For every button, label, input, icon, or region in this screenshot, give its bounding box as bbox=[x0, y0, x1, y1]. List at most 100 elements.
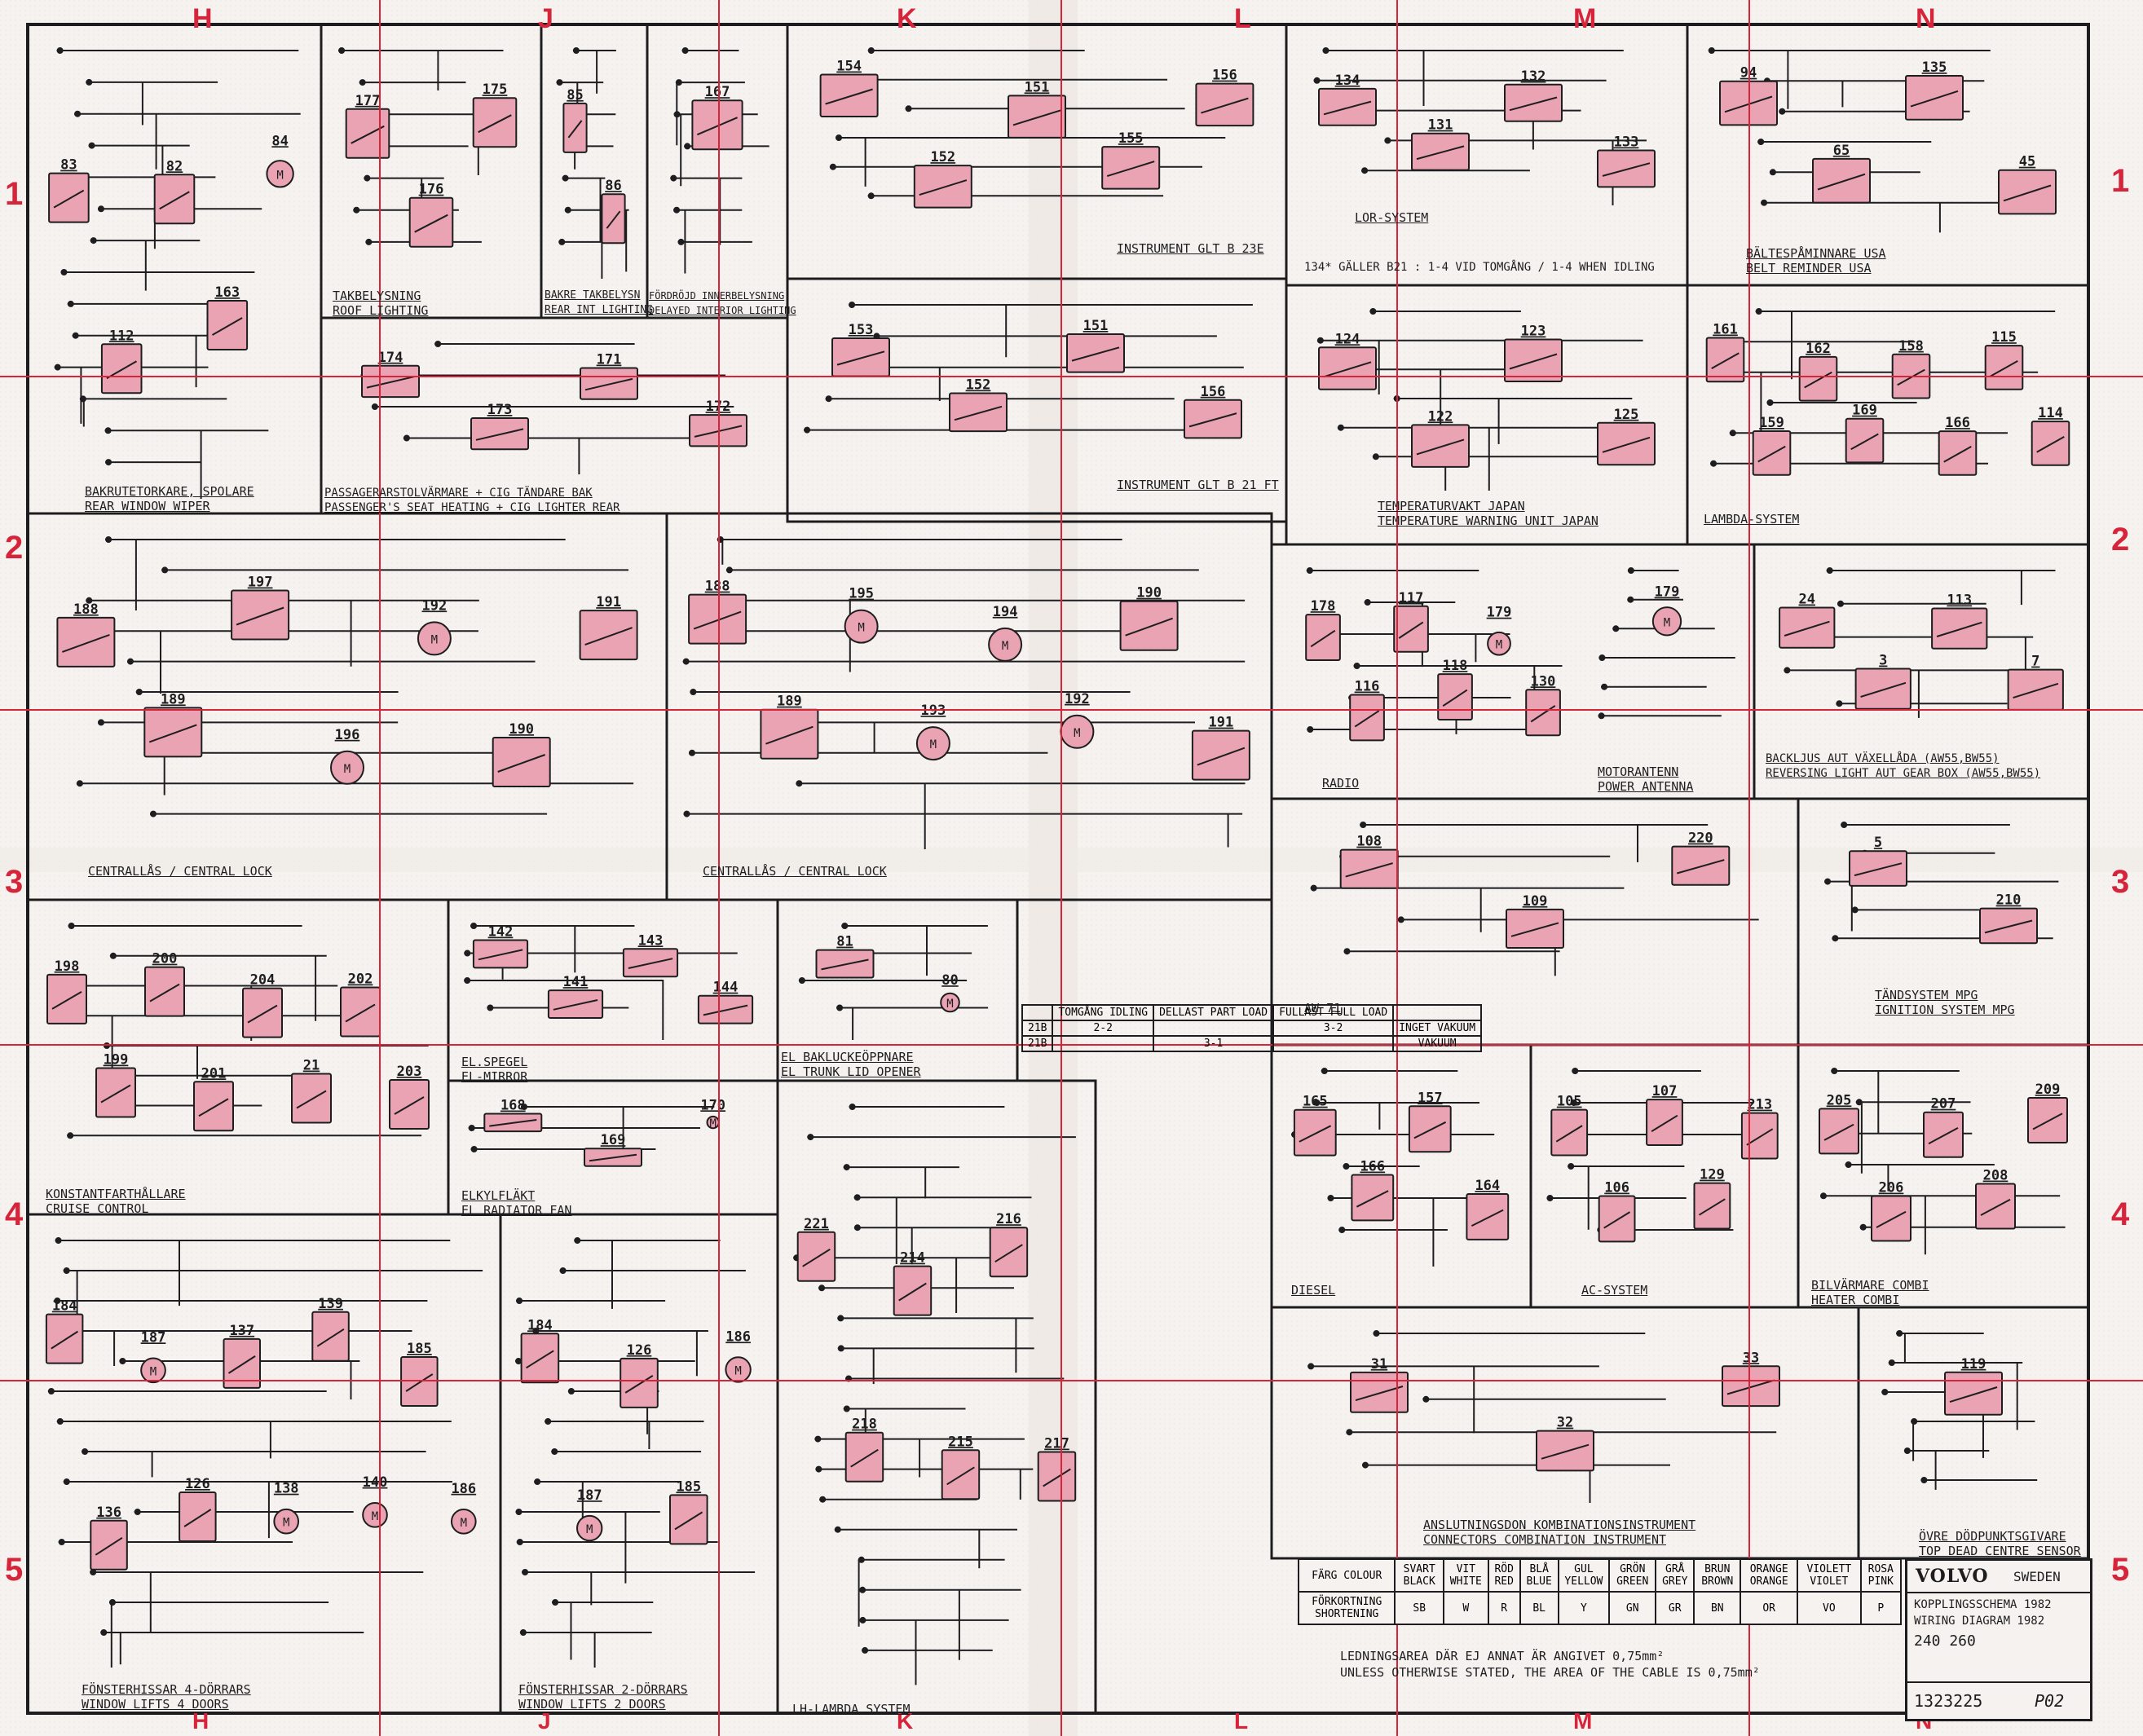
wire-junction bbox=[470, 1146, 478, 1152]
component-box bbox=[1466, 1193, 1510, 1240]
wire-junction bbox=[68, 923, 75, 929]
motor-symbol bbox=[915, 726, 950, 761]
component-number: 161 bbox=[1713, 322, 1738, 338]
wire-junction bbox=[552, 1599, 559, 1606]
component-198: 198 bbox=[46, 958, 87, 1024]
component-number: 135 bbox=[1922, 59, 1947, 76]
wire-junction bbox=[105, 536, 112, 543]
component-126: 126 bbox=[620, 1342, 659, 1408]
component-box bbox=[1905, 75, 1964, 121]
component-number: 109 bbox=[1523, 893, 1548, 910]
component-box bbox=[1984, 345, 2024, 390]
caption-diesel: DIESEL bbox=[1291, 1283, 1336, 1298]
volvo-logo: VOLVO bbox=[1916, 1566, 1989, 1587]
switch-contact bbox=[212, 317, 243, 336]
component-number: 130 bbox=[1531, 673, 1556, 690]
component-152: 152 bbox=[949, 377, 1008, 433]
motor-letter: M bbox=[1664, 616, 1670, 629]
component-number: 194 bbox=[993, 604, 1018, 620]
caption-central-lock-b: CENTRALLÅS / CENTRAL LOCK bbox=[703, 864, 887, 879]
column-label-j: J bbox=[538, 3, 553, 34]
switch-contact bbox=[148, 724, 197, 743]
switch-contact bbox=[1471, 1209, 1504, 1227]
wire-junction bbox=[1310, 884, 1317, 892]
component-number: 151 bbox=[1025, 79, 1050, 95]
component-number: 116 bbox=[1355, 679, 1380, 695]
component-box bbox=[492, 737, 551, 787]
wire-junction bbox=[859, 1586, 866, 1593]
wire-junction bbox=[364, 174, 371, 182]
component-box bbox=[231, 589, 290, 641]
component-box bbox=[1871, 1195, 1912, 1242]
component-number: 166 bbox=[1945, 415, 1970, 431]
component-number: 175 bbox=[483, 82, 508, 98]
component-215: 215 bbox=[941, 1434, 981, 1500]
component-32: 32 bbox=[1536, 1415, 1594, 1472]
title-english: WIRING DIAGRAM 1982 bbox=[1914, 1615, 2045, 1628]
wire-junction bbox=[572, 47, 580, 54]
component-box bbox=[291, 1073, 332, 1124]
wire-junction bbox=[1338, 1227, 1346, 1233]
wire-junction bbox=[82, 1448, 89, 1455]
wire-junction bbox=[843, 1164, 850, 1171]
component-45: 45 bbox=[1998, 154, 2057, 215]
component-80: M80 bbox=[940, 972, 960, 1013]
component-167: 167 bbox=[691, 84, 743, 151]
component-21: 21 bbox=[291, 1058, 332, 1124]
wire-junction bbox=[1337, 424, 1344, 431]
switch-contact bbox=[1509, 353, 1558, 370]
component-178: 178 bbox=[1305, 598, 1341, 661]
wire-junction bbox=[559, 1267, 567, 1274]
switch-contact bbox=[821, 958, 869, 971]
component-number: 142 bbox=[488, 924, 514, 941]
wire-junction bbox=[796, 780, 803, 787]
motor-letter: M bbox=[946, 998, 953, 1011]
wire-junction bbox=[338, 47, 346, 54]
switch-contact bbox=[475, 428, 524, 441]
switch-contact bbox=[919, 179, 968, 196]
wire-junction bbox=[837, 1345, 844, 1352]
component-number: 204 bbox=[250, 972, 276, 989]
component-189: 189 bbox=[143, 691, 203, 758]
motor-symbol bbox=[273, 1508, 300, 1535]
component-number: 119 bbox=[1961, 1356, 1986, 1372]
wire-junction bbox=[359, 79, 366, 86]
component-115: 115 bbox=[1984, 329, 2024, 390]
switch-contact bbox=[693, 610, 742, 630]
row-label-4-right: 4 bbox=[2111, 1196, 2130, 1232]
component-box bbox=[760, 708, 819, 760]
component-number: 136 bbox=[96, 1505, 121, 1521]
column-label-bottom-j: J bbox=[538, 1708, 551, 1734]
component-box bbox=[242, 987, 283, 1038]
component-number: 155 bbox=[1118, 130, 1144, 147]
component-203: 203 bbox=[389, 1064, 430, 1130]
component-number: 187 bbox=[577, 1487, 602, 1504]
component-number: 178 bbox=[1311, 598, 1336, 615]
component-box bbox=[831, 337, 890, 377]
component-number: 192 bbox=[422, 597, 448, 614]
motor-symbol bbox=[940, 992, 960, 1013]
component-box bbox=[1305, 614, 1341, 661]
component-number: 140 bbox=[363, 1474, 388, 1491]
wire-junction bbox=[1855, 1099, 1863, 1106]
component-109: 109 bbox=[1506, 893, 1564, 950]
switch-contact bbox=[1990, 360, 2018, 377]
component-number: 190 bbox=[1136, 585, 1162, 601]
switch-contact bbox=[1817, 173, 1866, 191]
component-number: 203 bbox=[397, 1064, 422, 1080]
column-label-k: K bbox=[897, 3, 917, 34]
wire-junction bbox=[804, 426, 811, 434]
switch-contact bbox=[1726, 1379, 1775, 1395]
switch-contact bbox=[1299, 1125, 1332, 1143]
component-number: 220 bbox=[1688, 831, 1713, 847]
component-number: 191 bbox=[596, 594, 621, 610]
table-row: TOMGÅNG IDLING DELLAST PART LOAD FULLAST… bbox=[1021, 1004, 1483, 1021]
component-box bbox=[1536, 1430, 1594, 1472]
wire-junction bbox=[1373, 1330, 1380, 1337]
wire-junction bbox=[134, 1509, 141, 1515]
switch-contact bbox=[351, 125, 385, 144]
